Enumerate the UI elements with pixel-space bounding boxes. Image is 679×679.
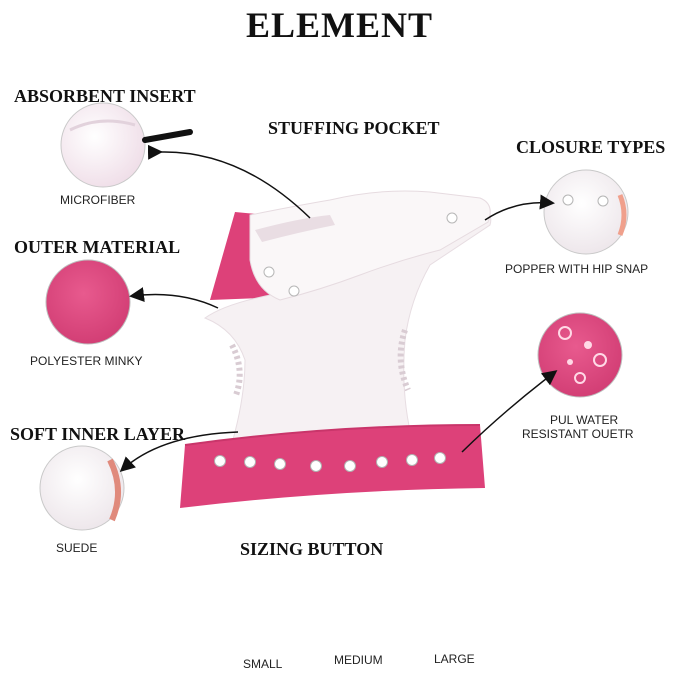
wing-snap-2 [288, 285, 300, 297]
sizing-snap [274, 458, 286, 470]
label-outer-material: OUTER MATERIAL [14, 237, 181, 257]
tab-snap [446, 212, 458, 224]
arrow-outer-material [129, 287, 219, 309]
label-popper-hip-snap: POPPER WITH HIP SNAP [505, 262, 649, 276]
label-pul-line2: RESISTANT OUETR [522, 427, 634, 441]
label-suede: SUEDE [56, 541, 98, 555]
sizing-snap [376, 456, 388, 468]
sizing-snap [244, 456, 256, 468]
arrow-absorbent-insert [142, 129, 193, 143]
arrow-soft-inner-layer [119, 431, 239, 473]
size-medium: MEDIUM [334, 653, 383, 667]
size-small: SMALL [243, 657, 283, 671]
sizing-snap [214, 455, 226, 467]
arrow-closure-types [484, 194, 555, 221]
label-stuffing-pocket: STUFFING POCKET [268, 118, 440, 138]
swatch-outer-material [45, 259, 131, 345]
label-closure-types: CLOSURE TYPES [516, 137, 666, 157]
sizing-band [180, 425, 485, 508]
arrow-pul [461, 370, 558, 453]
label-pul-line1: PUL WATER [550, 413, 619, 427]
label-sizing-button: SIZING BUTTON [240, 539, 384, 559]
swatch-closure-types [543, 169, 629, 255]
page-title: ELEMENT [245, 5, 434, 45]
label-soft-inner-layer: SOFT INNER LAYER [10, 424, 186, 444]
size-large: LARGE [434, 652, 475, 666]
diaper-illustration [180, 190, 492, 508]
label-polyester-minky: POLYESTER MINKY [30, 354, 143, 368]
sizing-snaps [214, 452, 446, 472]
label-absorbent-insert: ABSORBENT INSERT [14, 86, 196, 106]
sizing-snap [344, 460, 356, 472]
label-microfiber: MICROFIBER [60, 193, 136, 207]
sizing-snap [310, 460, 322, 472]
sizing-snap [406, 454, 418, 466]
wing-snap-1 [263, 266, 275, 278]
sizing-snap [434, 452, 446, 464]
swatch-pul-water-resistant [537, 312, 623, 398]
swatch-absorbent-insert [60, 102, 146, 188]
swatch-soft-inner-layer [39, 445, 125, 531]
arrows [119, 129, 558, 473]
